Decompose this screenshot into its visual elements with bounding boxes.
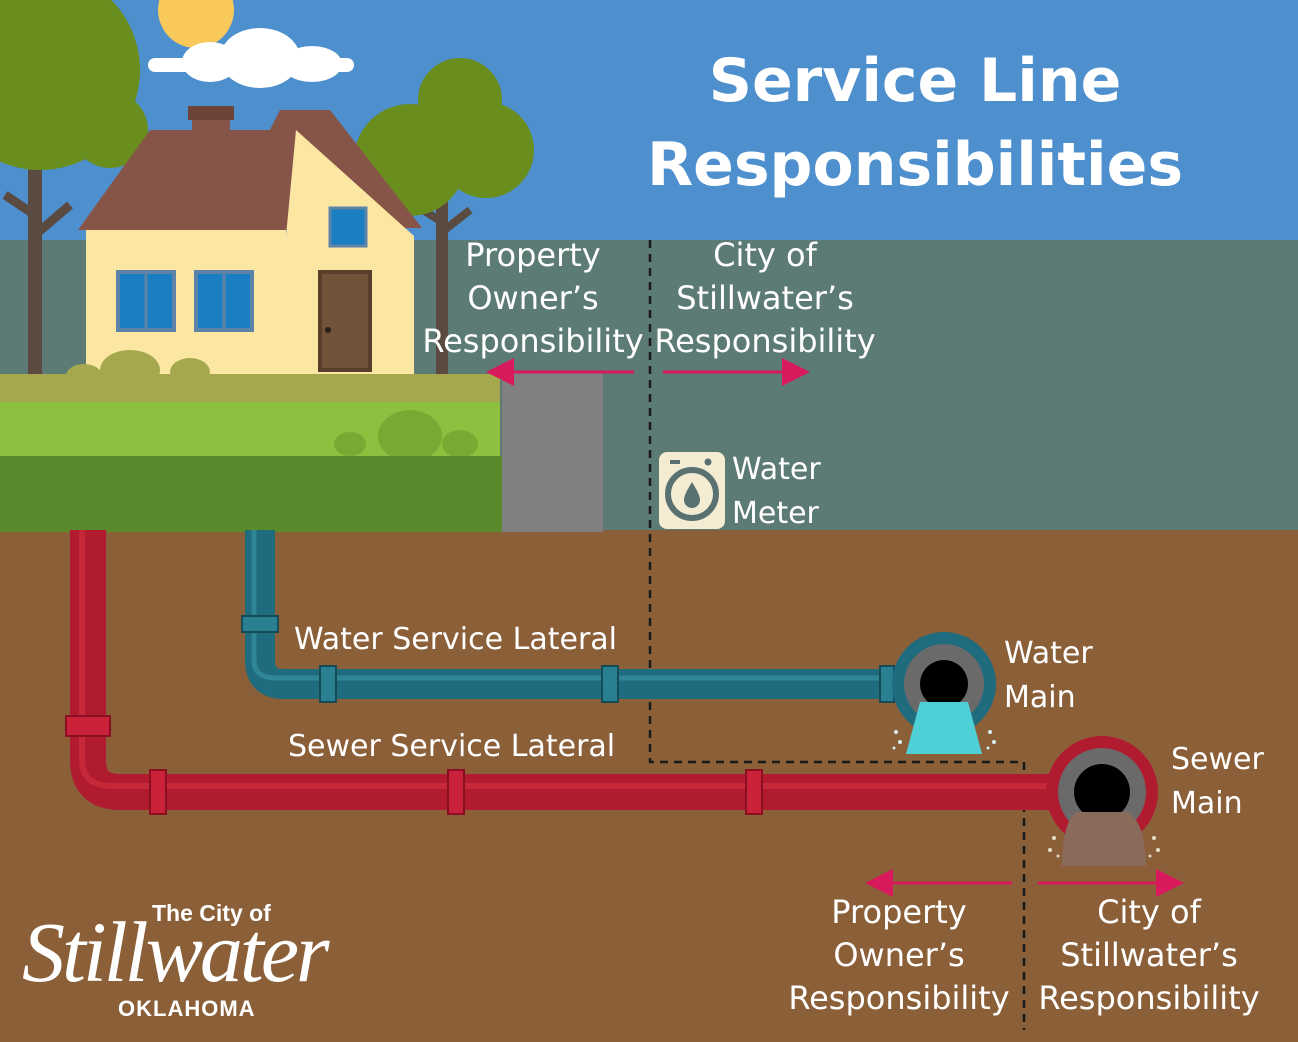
logo-bottom-text: OKLAHOMA [118,996,256,1021]
top-owner-line-2: Owner’s [467,279,599,317]
sun-icon [158,0,234,48]
top-owner-line-1: Property [465,236,601,274]
water-meter-line-1: Water [732,452,821,487]
title-line-2: Responsibilities [646,130,1184,200]
water-drop-icon [684,482,700,508]
sewer-service-lateral-pipe [65,530,1050,815]
top-city-line-1: City of [713,236,817,274]
bottom-city-label: City of Stillwater’s Responsibility [1036,891,1262,1020]
water-main-line-2: Main [1004,680,1076,715]
top-city-line-2: Stillwater’s [676,279,854,317]
sidewalk [502,372,603,532]
bottom-city-line-1: City of [1097,893,1201,931]
water-main-pipe [892,632,996,754]
water-meter-line-2: Meter [732,496,819,531]
sewer-service-lateral-label: Sewer Service Lateral [288,729,616,764]
top-city-line-3: Responsibility [654,322,876,360]
arrow-right-icon [663,358,810,386]
sewer-main-line-2: Main [1171,786,1243,821]
bottom-owner-line-3: Responsibility [788,979,1010,1017]
tree-icon [0,0,148,390]
water-main-line-1: Water [1004,636,1093,671]
lawn [0,350,502,532]
arrow-left-icon [865,869,1012,897]
arrow-left-icon [486,358,634,386]
water-meter-icon [659,452,725,529]
title-line-1: Service Line [708,46,1122,116]
house-icon [78,106,422,378]
top-owner-line-3: Responsibility [422,322,644,360]
cloud-icon [148,28,354,88]
sewer-main-line-1: Sewer [1171,742,1264,777]
sewer-main-pipe [1046,736,1160,866]
property-boundary-line [648,240,1026,1030]
sewer-main-label: Sewer Main [1171,738,1264,826]
water-service-lateral-pipe [241,530,895,703]
top-city-label: City of Stillwater’s Responsibility [652,234,878,363]
top-owner-label: Property Owner’s Responsibility [420,234,646,363]
water-meter-label: Water Meter [732,448,821,536]
water-main-label: Water Main [1004,632,1093,720]
bottom-city-line-2: Stillwater’s [1060,936,1238,974]
water-service-lateral-label: Water Service Lateral [294,622,617,657]
bottom-owner-label: Property Owner’s Responsibility [786,891,1012,1020]
logo-top-text: The City of [152,900,271,926]
bottom-owner-line-1: Property [831,893,967,931]
bottom-city-line-3: Responsibility [1038,979,1260,1017]
logo-main-text: Stillwater [22,904,329,1000]
arrow-right-icon [1038,869,1184,897]
bottom-owner-line-2: Owner’s [833,936,965,974]
